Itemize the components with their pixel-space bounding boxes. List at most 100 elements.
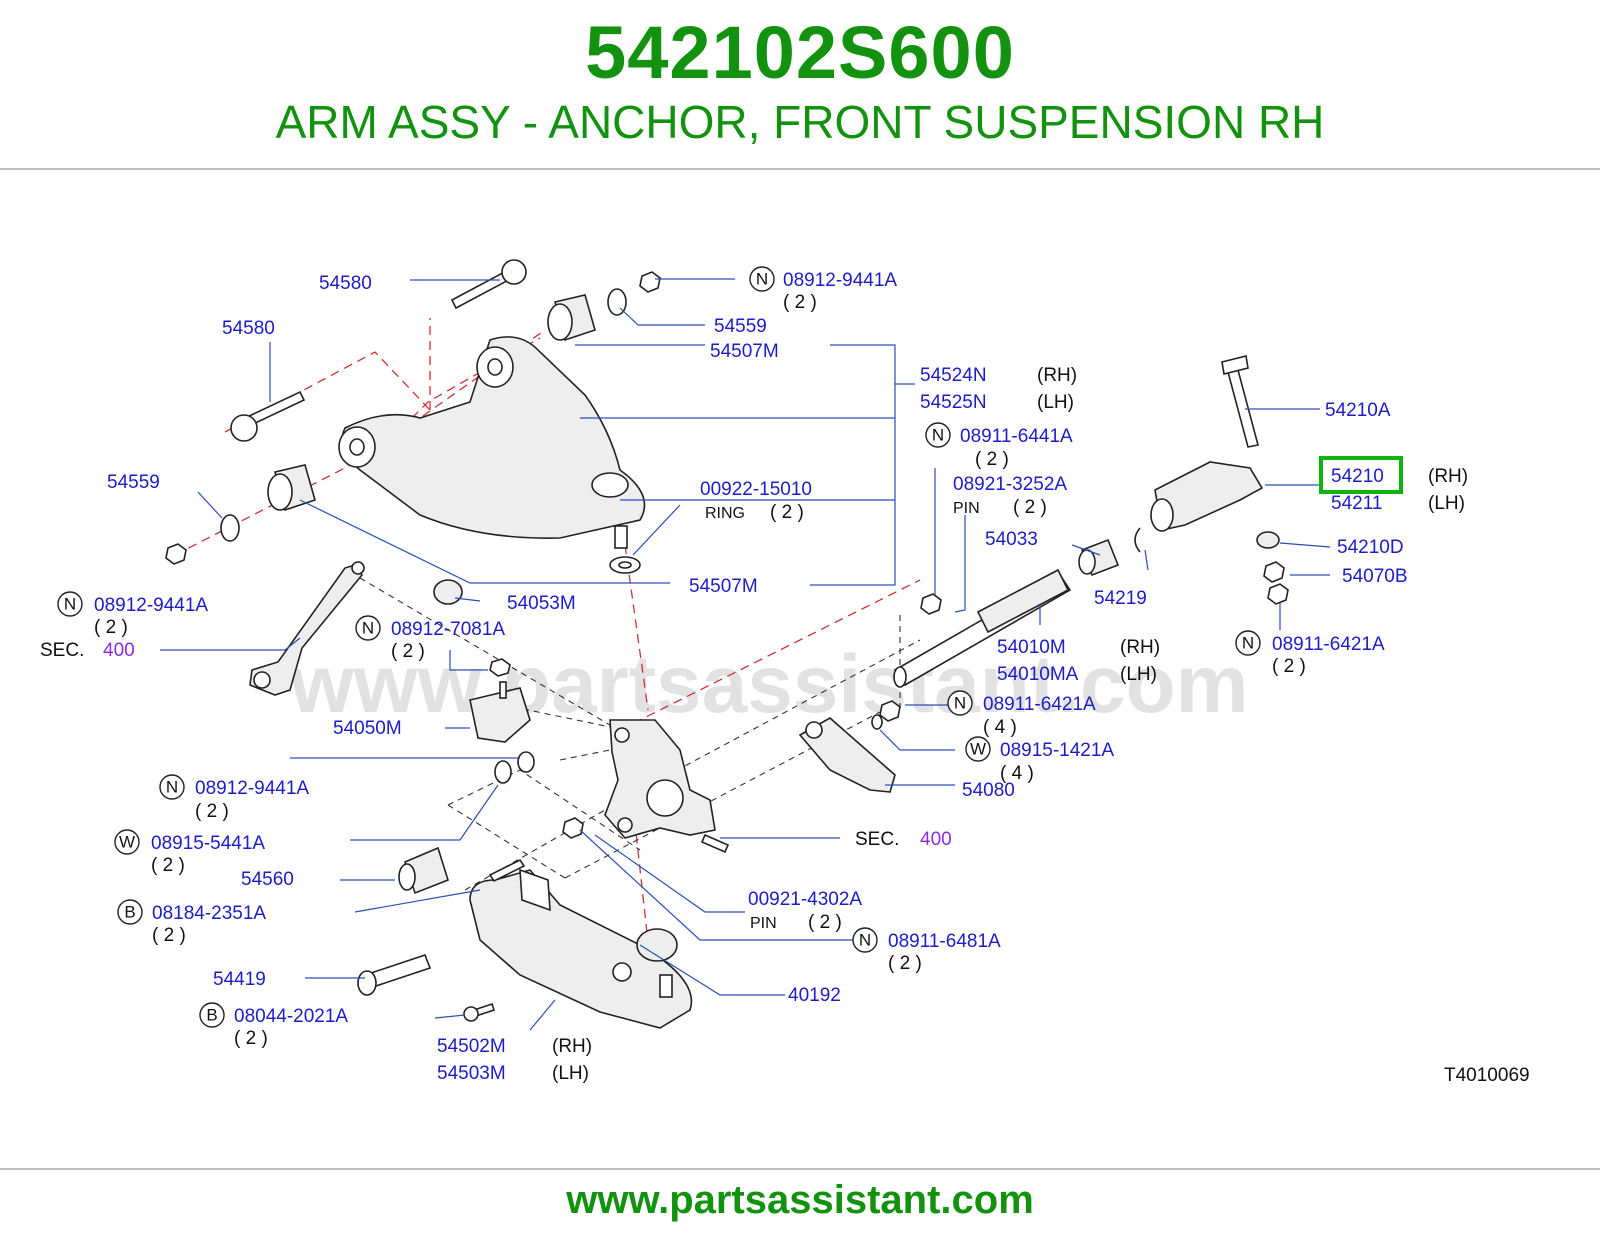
part-label-54524n[interactable]: 54524N xyxy=(920,365,987,386)
part-label-08911-6441a[interactable]: 08911-6441A xyxy=(960,426,1073,447)
part-label-54010m[interactable]: 54010M xyxy=(997,637,1066,658)
part-label-54210a[interactable]: 54210A xyxy=(1325,400,1391,421)
part-label-08915-1421a[interactable]: 08915-1421A xyxy=(1000,740,1114,761)
callout-n-icon: N xyxy=(166,778,178,797)
part-label-54080[interactable]: 54080 xyxy=(962,780,1015,801)
upper-arm[interactable] xyxy=(338,336,646,549)
bolt-54580-top[interactable] xyxy=(450,259,527,310)
part-label-54050m[interactable]: 54050M xyxy=(333,718,402,739)
section-ref-number[interactable]: 400 xyxy=(103,640,135,661)
side-label: (RH) xyxy=(1428,466,1468,487)
part-label-54559[interactable]: 54559 xyxy=(714,316,767,337)
part-label-54419[interactable]: 54419 xyxy=(213,969,266,990)
bushing-54560[interactable] xyxy=(398,846,449,895)
quantity-label: ( 2 ) xyxy=(808,912,842,933)
seat-54210d[interactable] xyxy=(1256,531,1280,549)
side-label: (LH) xyxy=(1037,392,1074,413)
bolt-08044[interactable] xyxy=(463,1002,496,1022)
bolt-08184[interactable] xyxy=(488,858,526,883)
callout-n-icon: N xyxy=(1242,634,1254,653)
part-label-54033[interactable]: 54033 xyxy=(985,529,1038,550)
highlight-box xyxy=(1319,456,1403,494)
callout-b-icon: B xyxy=(206,1006,217,1025)
callout-n-icon: N xyxy=(64,595,76,614)
part-label-54211[interactable]: 54211 xyxy=(1331,493,1382,514)
bump-stopper-54050m[interactable] xyxy=(469,658,531,743)
footer-website[interactable]: www.partsassistant.com xyxy=(566,1178,1034,1222)
part-label-08911-6421a[interactable]: 08911-6421A xyxy=(983,694,1096,715)
ball-joint-40192[interactable] xyxy=(636,928,678,998)
footer-divider xyxy=(0,1168,1600,1170)
bolt-54210a[interactable] xyxy=(1221,355,1259,448)
part-label-08912-9441a[interactable]: 08912-9441A xyxy=(195,778,309,799)
part-number-title: 542102S600 xyxy=(585,11,1015,94)
part-label-08912-9441a[interactable]: 08912-9441A xyxy=(94,595,208,616)
quantity-label: ( 4 ) xyxy=(1000,763,1034,784)
bushing-54559-top[interactable] xyxy=(547,271,661,342)
part-label-08911-6421a[interactable]: 08911-6421A xyxy=(1272,634,1385,655)
bolt-54580-left[interactable] xyxy=(230,390,306,442)
callout-circles: N N N N N N W N W B N B xyxy=(57,266,1261,1028)
nut-08911-6481a[interactable] xyxy=(562,817,584,839)
part-label-54502m[interactable]: 54502M xyxy=(437,1036,506,1057)
part-label-40192[interactable]: 40192 xyxy=(788,985,841,1006)
part-label-54507m[interactable]: 54507M xyxy=(710,341,779,362)
part-label-54559[interactable]: 54559 xyxy=(107,472,160,493)
part-label-08912-7081a[interactable]: 08912-7081A xyxy=(391,619,505,640)
part-label-08184-2351a[interactable]: 08184-2351A xyxy=(152,903,266,924)
torsion-bar-54010m[interactable] xyxy=(893,568,1072,688)
part-label-54580[interactable]: 54580 xyxy=(319,273,372,294)
quantity-label: ( 2 ) xyxy=(888,953,922,974)
callout-n-icon: N xyxy=(932,426,944,445)
part-type-label: PIN xyxy=(953,500,980,517)
diagram-code: T4010069 xyxy=(1444,1065,1530,1086)
leader-lines xyxy=(160,278,1331,1031)
bushing-54033[interactable] xyxy=(1078,538,1120,577)
part-labels: 54580 08912-9441A ( 2 ) 54559 54507M 545… xyxy=(40,270,1530,1086)
washer-08915-5441a[interactable] xyxy=(494,751,535,784)
quantity-label: ( 2 ) xyxy=(975,449,1009,470)
part-label-54219[interactable]: 54219 xyxy=(1094,588,1147,609)
part-label-00922-15010[interactable]: 00922-15010 xyxy=(700,479,812,500)
bushing-54559-left[interactable] xyxy=(165,464,316,565)
part-label-00921-4302a[interactable]: 00921-4302A xyxy=(748,889,862,910)
quantity-label: ( 2 ) xyxy=(783,292,817,313)
pin-54419[interactable] xyxy=(357,953,432,996)
knuckle[interactable] xyxy=(604,719,730,854)
part-label-54053m[interactable]: 54053M xyxy=(507,593,576,614)
part-label-54507m[interactable]: 54507M xyxy=(689,576,758,597)
arm-54080[interactable] xyxy=(798,717,896,793)
stabilizer-link[interactable] xyxy=(249,561,365,696)
lower-arm-54502m[interactable] xyxy=(469,868,693,1029)
part-label-54210[interactable]: 54210 xyxy=(1331,466,1384,487)
quantity-label: ( 2 ) xyxy=(152,925,186,946)
part-label-08915-5441a[interactable]: 08915-5441A xyxy=(151,833,265,854)
part-label-54580[interactable]: 54580 xyxy=(222,318,275,339)
side-label: (RH) xyxy=(552,1036,592,1057)
anchor-arm-54210[interactable] xyxy=(1150,461,1264,532)
part-label-54070b[interactable]: 54070B xyxy=(1342,566,1408,587)
part-label-54525n[interactable]: 54525N xyxy=(920,392,987,413)
watermark: www.partsassistant.com xyxy=(289,639,1249,730)
part-label-08911-6481a[interactable]: 08911-6481A xyxy=(888,931,1001,952)
callout-n-icon: N xyxy=(362,619,374,638)
callout-b-icon: B xyxy=(124,903,135,922)
section-ref-label: SEC. xyxy=(855,829,899,850)
ring-00922-15010[interactable] xyxy=(609,556,641,574)
nut-08911-6421a-mid[interactable] xyxy=(879,700,901,722)
cap-54053m[interactable] xyxy=(433,579,463,605)
nut-08911-6441a[interactable] xyxy=(920,593,942,615)
section-ref-number[interactable]: 400 xyxy=(920,829,952,850)
part-label-54503m[interactable]: 54503M xyxy=(437,1063,506,1084)
quantity-label: ( 4 ) xyxy=(983,717,1017,738)
washer-08915-1421a[interactable] xyxy=(871,714,883,730)
part-label-54210d[interactable]: 54210D xyxy=(1337,537,1404,558)
part-label-08921-3252a[interactable]: 08921-3252A xyxy=(953,474,1067,495)
side-label: (LH) xyxy=(552,1063,589,1084)
part-label-54010ma[interactable]: 54010MA xyxy=(997,664,1079,685)
part-label-54560[interactable]: 54560 xyxy=(241,869,294,890)
part-label-08912-9441a[interactable]: 08912-9441A xyxy=(783,270,897,291)
snap-ring-54219[interactable] xyxy=(1134,527,1141,553)
part-label-08044-2021a[interactable]: 08044-2021A xyxy=(234,1006,348,1027)
nuts-54070b[interactable] xyxy=(1263,561,1289,605)
